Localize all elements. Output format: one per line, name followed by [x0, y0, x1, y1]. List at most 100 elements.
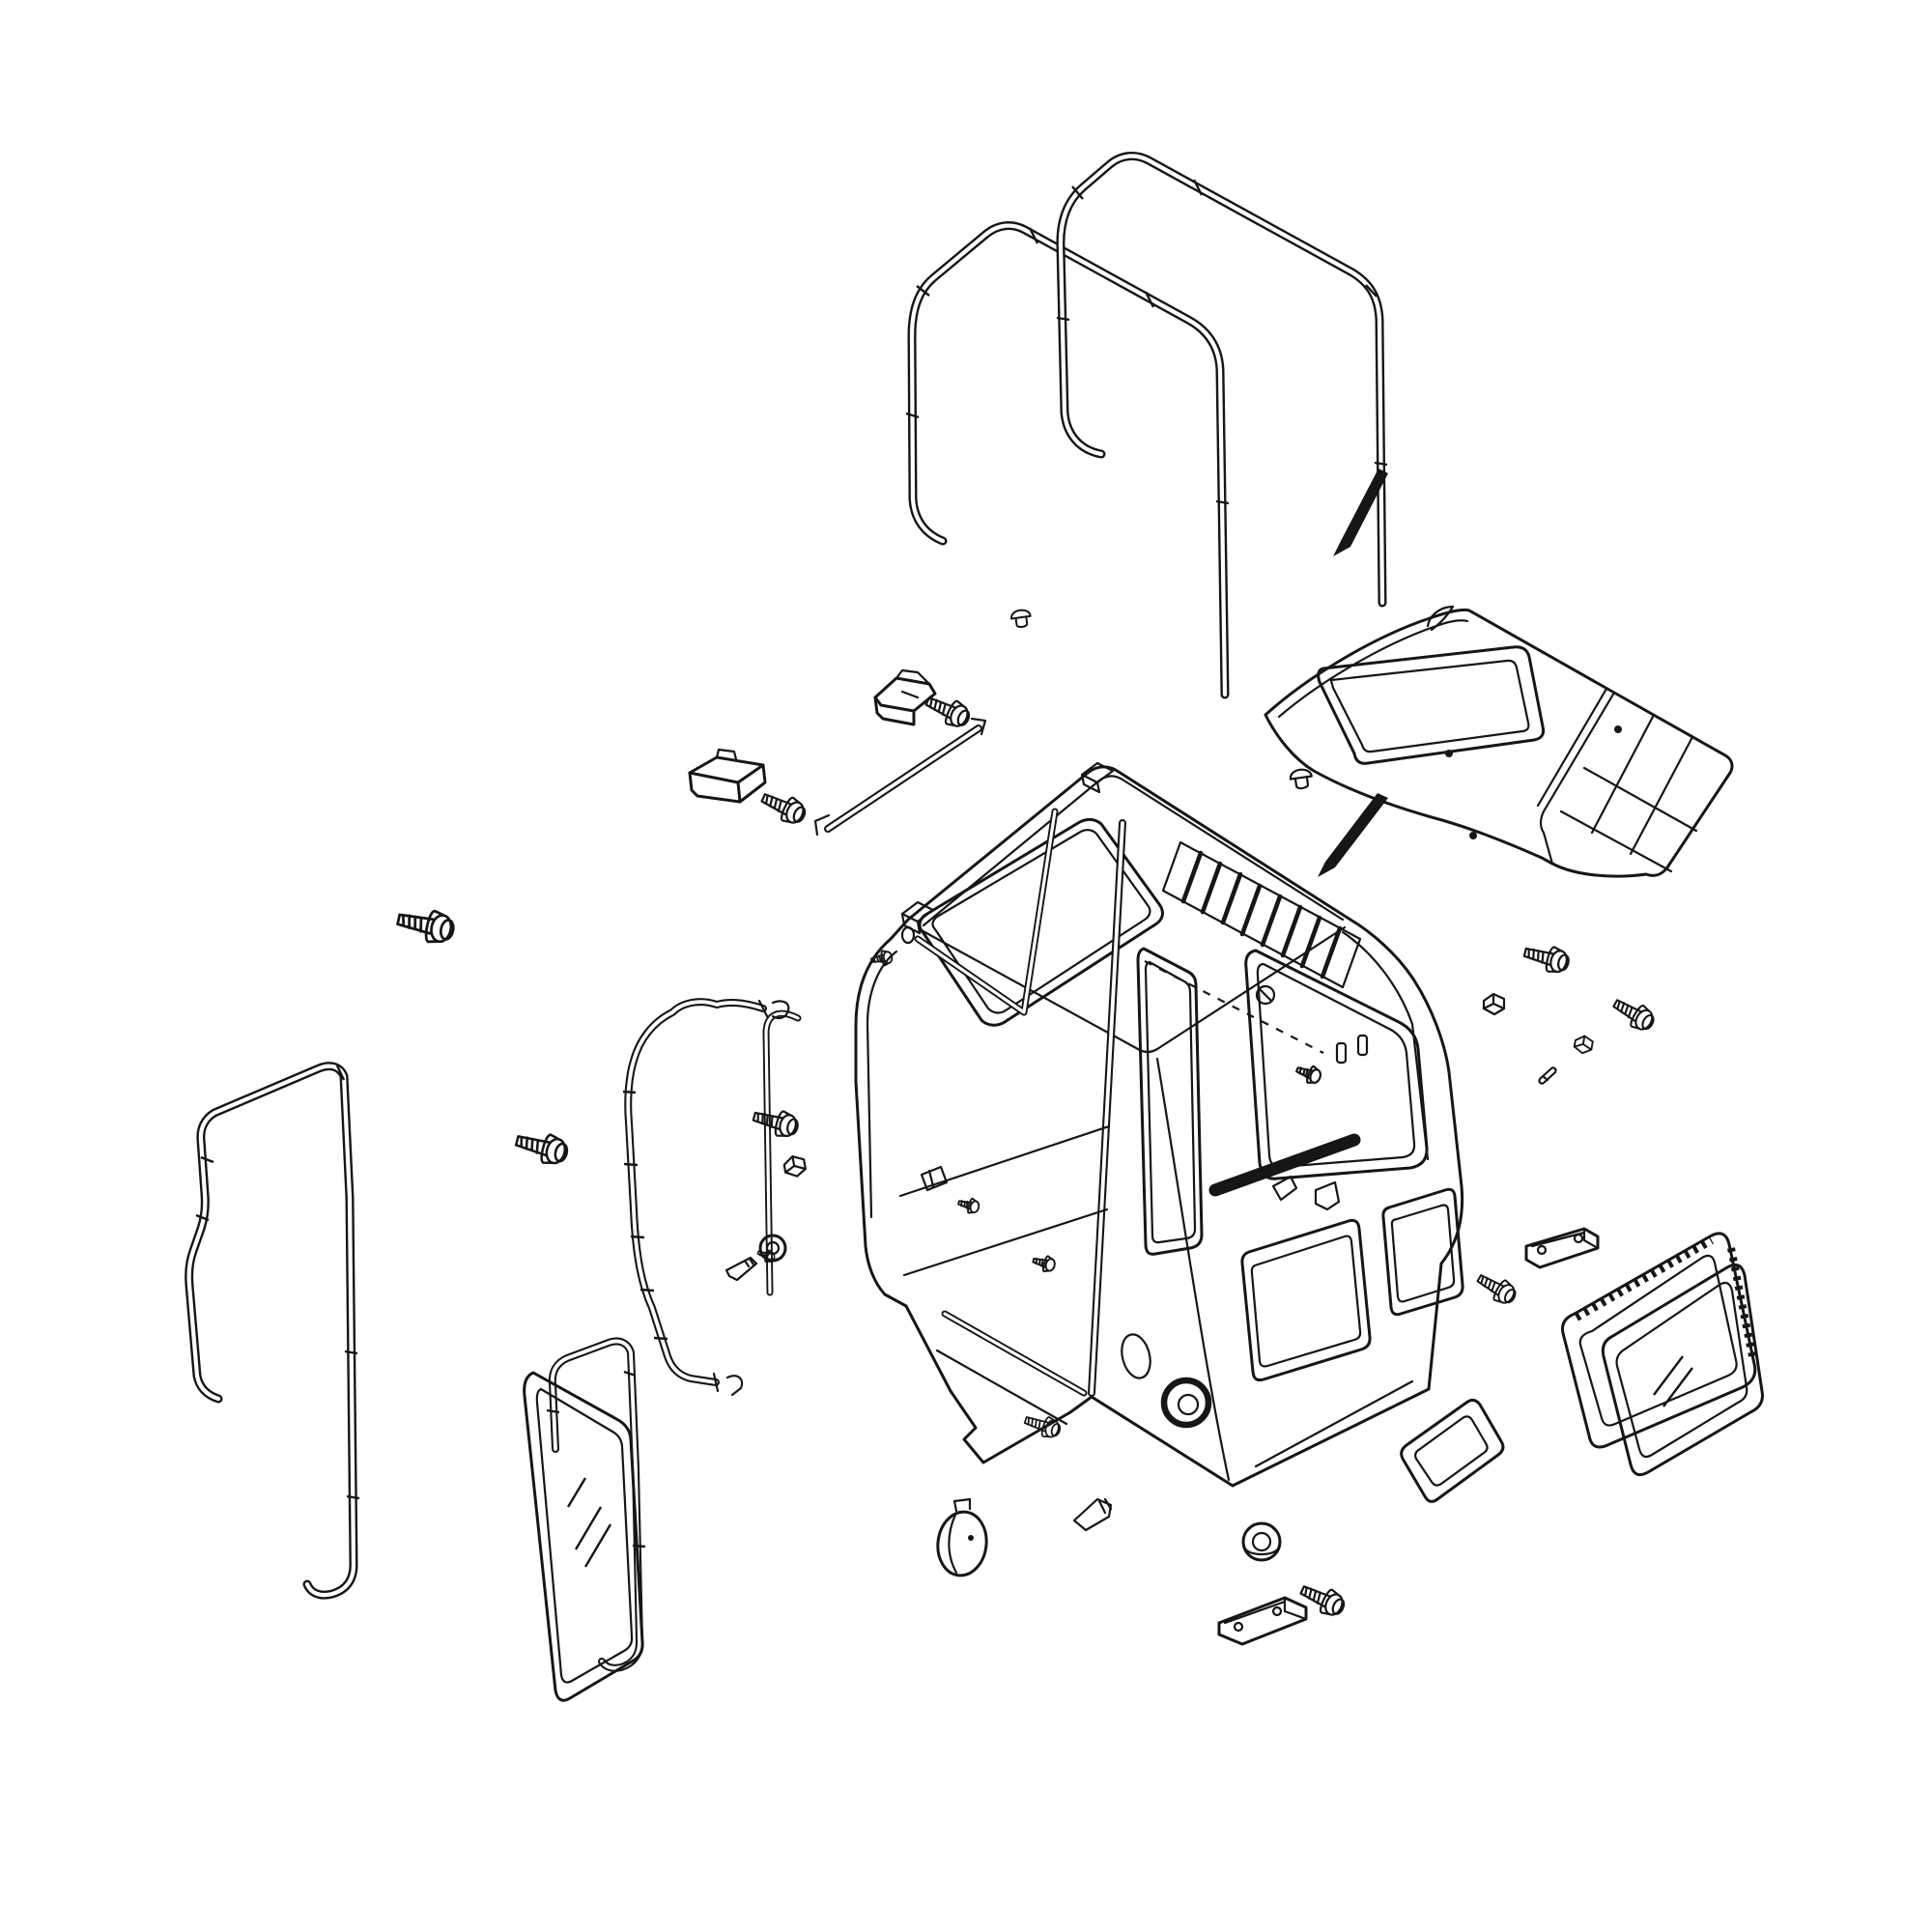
quarter-window-frame-line: [1136, 947, 1204, 1256]
front-lower-window-glass-line: [535, 1387, 634, 1684]
door-sill-lines: [898, 1124, 1111, 1277]
dark-trim-stripe: [1208, 1133, 1361, 1197]
rear-hatch-cutout-line: [1240, 1218, 1372, 1382]
glass-shine: [1653, 1355, 1693, 1407]
install-arrow-lower-line: [1318, 793, 1388, 877]
rear-view-mirror-line: [948, 1513, 958, 1575]
roof-panel-lip: [1277, 619, 1469, 719]
window-interior-fasteners: [1255, 984, 1369, 1211]
wiper-linkage-rod: [813, 717, 987, 837]
access-hole-gasket: [1400, 1398, 1505, 1503]
louver-vents: [1161, 840, 1362, 989]
drain-hose: [622, 999, 790, 1397]
roof-dash-line: [1144, 960, 1324, 1054]
roof-hole-c: [1469, 832, 1477, 839]
hinge-bracket: [1524, 1227, 1600, 1269]
rear-corner-cutout-line: [1390, 1204, 1456, 1303]
speaker-port: [1160, 1377, 1212, 1429]
drain-hose-line: [712, 999, 790, 1397]
wedge-plug-line: [1097, 1497, 1113, 1515]
roof-hole-a: [1445, 750, 1453, 757]
rear-view-mirror-line: [952, 1497, 972, 1513]
pillar-fasteners: [869, 925, 1064, 1442]
cab-silhouette: [854, 765, 1464, 1488]
wiper-linkage-rod-line: [813, 717, 987, 837]
rear-corner-cutout-line: [1381, 1187, 1464, 1317]
front-lower-window-seal-line: [546, 1370, 646, 1548]
window-interior-fasteners-line: [1314, 1180, 1341, 1211]
roof-glass-opening-line: [1317, 645, 1546, 765]
lock-nut-line: [1251, 1531, 1272, 1552]
drain-hose-line: [622, 1090, 668, 1341]
hinge-bracket-line: [1573, 1233, 1584, 1244]
cab-shell: [766, 761, 1464, 1488]
rear-bottom-inner: [1254, 1379, 1414, 1468]
roof-glass-opening-line: [1329, 659, 1530, 753]
door-window-glass-run-seal: [1057, 156, 1388, 603]
pillar-fasteners-line: [900, 925, 916, 945]
rear-view-mirror: [936, 1497, 988, 1577]
lock-nut-line: [1242, 1522, 1281, 1556]
roof-hole-b: [1614, 725, 1622, 733]
access-hole-gasket-line: [1414, 1415, 1489, 1487]
roof-mounting-bracket-right-line: [873, 696, 916, 726]
roof-glass-opening: [1317, 645, 1546, 765]
rear-view-mirror-line: [968, 1535, 974, 1541]
sunroof-opening-inner: [931, 829, 1151, 1014]
front-window-glass-run-seal: [905, 226, 1230, 695]
rear-corner-cutout: [1381, 1187, 1464, 1317]
access-hole-gasket-line: [1400, 1398, 1505, 1503]
rear-window-frame-line: [1256, 962, 1416, 1169]
front-lower-window-glass-line: [523, 1371, 644, 1702]
roof-corner-tab-top: [1080, 761, 1115, 794]
rear-window-seal-line: [1561, 1232, 1757, 1449]
rear-window-seal-line: [1578, 1254, 1738, 1427]
roof-mounting-bracket-left-line: [688, 771, 742, 804]
roof-stiffener-grid-line: [1559, 766, 1698, 873]
grommet-ring-line: [765, 1240, 781, 1256]
window-interior-fasteners-line: [1356, 1034, 1369, 1057]
front-lower-window-seal: [546, 1341, 646, 1667]
rear-window-frame-line: [1244, 949, 1429, 1180]
rear-window-glass-line: [1601, 1263, 1764, 1477]
roof-stiffener-grid: [1559, 713, 1698, 873]
striker-bracket-line: [1271, 1605, 1283, 1617]
rear-hatch-cutout: [1240, 1218, 1372, 1382]
rear-hatch-cutout-line: [1250, 1235, 1362, 1368]
speaker-port-line: [1177, 1393, 1200, 1416]
seal-ribs-top: [1575, 1236, 1714, 1321]
install-arrow-lower: [1318, 793, 1388, 877]
rear-pillar-inner: [1341, 930, 1430, 1161]
glass-shine: [566, 1477, 612, 1568]
pillar-fasteners-line: [920, 1165, 949, 1192]
quarter-window-frame: [1136, 947, 1204, 1256]
lock-nut: [1241, 1521, 1282, 1562]
roof-panel: [1264, 605, 1734, 878]
roof-stiffener-grid-line: [1590, 713, 1694, 856]
roof-mounting-bracket-left: [688, 748, 767, 804]
wedge-plug-line: [1072, 1497, 1113, 1532]
windshield-glass-run-seal: [189, 1065, 360, 1595]
roof-ridge-line: [1536, 687, 1608, 808]
front-lower-window-glass: [523, 1371, 644, 1702]
lock-nut-line: [1241, 1521, 1282, 1562]
window-interior-fasteners-line: [1271, 1175, 1298, 1202]
window-interior-fasteners-line: [1255, 984, 1276, 1006]
door-handle-recess: [1121, 1333, 1151, 1379]
roof-panel-tab: [1426, 605, 1455, 632]
rear-view-mirror-line: [936, 1510, 988, 1577]
roof-mounting-bracket-right: [873, 668, 937, 726]
roof-mounting-bracket-right-line: [895, 668, 931, 699]
front-window-glass-run-seal-line: [905, 227, 1230, 505]
rear-window-glass-line: [1615, 1281, 1748, 1459]
roof-corner-tab-top-line: [1080, 761, 1115, 794]
install-arrow-upper: [1333, 469, 1388, 556]
door-sill: [935, 1314, 1084, 1426]
speaker-port-line: [1160, 1377, 1212, 1429]
roof-ridge: [1536, 687, 1616, 866]
roof-mounting-bracket-left-line: [715, 748, 738, 761]
rear-window-glass: [1601, 1263, 1764, 1477]
install-arrow-upper-line: [1333, 469, 1388, 556]
